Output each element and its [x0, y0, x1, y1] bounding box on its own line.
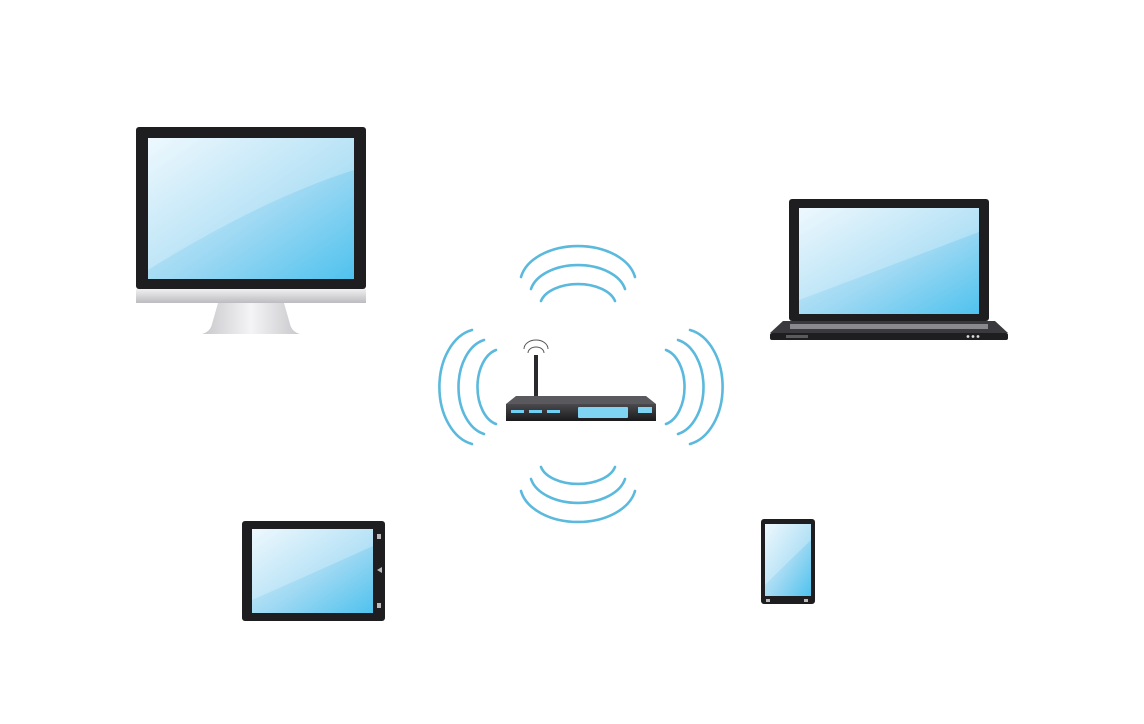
- wifi-wave-icon: [438, 244, 724, 524]
- router-icon: [506, 339, 656, 421]
- tablet-icon: [242, 521, 385, 621]
- laptop-icon: [770, 199, 1008, 340]
- smartphone-icon: [761, 519, 815, 604]
- desktop-monitor-icon: [136, 127, 366, 334]
